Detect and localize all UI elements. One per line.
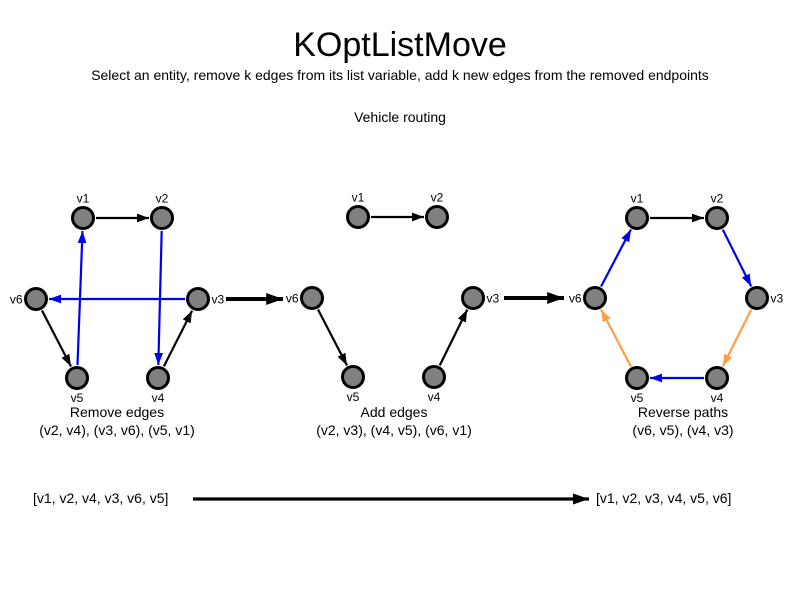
reverse-paths-graph-node-label-v3: v3 [771, 292, 784, 306]
remove-edges-graph-node-label-v5: v5 [71, 391, 84, 405]
page-title: KOptListMove [293, 26, 507, 64]
remove-edges-graph-node-label-v6: v6 [10, 293, 23, 307]
reverse-paths-graph: v1 v2 v3 v4 v5 v6 [569, 192, 784, 406]
caption-detail: (v2, v3), (v4, v5), (v6, v1) [316, 422, 472, 438]
reverse-paths-caption: Reverse paths (v6, v5), (v4, v3) [632, 403, 733, 439]
add-edges-graph-node-label-v1: v1 [352, 191, 365, 205]
reverse-paths-graph-node-label-v4: v4 [711, 391, 724, 405]
remove-edges-graph-edge-v4-v3 [162, 310, 194, 367]
reverse-paths-graph-edge-v6-v1 [600, 228, 632, 288]
remove-edges-caption: Remove edges (v2, v4), (v3, v6), (v5, v1… [39, 403, 195, 439]
reverse-paths-graph-node-v4 [705, 366, 729, 390]
reverse-paths-graph-node-label-v2: v2 [711, 192, 724, 206]
add-edges-graph-edge-v4-v3 [438, 309, 469, 366]
reverse-paths-graph-edge-v2-v3 [721, 229, 753, 287]
remove-edges-graph-node-v6 [24, 287, 48, 311]
reverse-paths-graph-edge-v5-v6 [600, 308, 632, 368]
context-label: Vehicle routing [354, 109, 446, 125]
add-edges-graph-node-v6 [300, 286, 324, 310]
add-edges-graph-node-v3 [461, 286, 485, 310]
caption-title: Remove edges [69, 404, 165, 420]
list-before: [v1, v2, v4, v3, v6, v5] [33, 490, 169, 506]
remove-edges-graph-edge-v5-v1 [76, 230, 87, 366]
add-edges-graph-node-v5 [341, 365, 365, 389]
reverse-paths-graph-node-v3 [745, 286, 769, 310]
caption-title: Add edges [360, 404, 428, 420]
add-edges-graph-node-v4 [422, 365, 446, 389]
remove-edges-graph-node-label-v4: v4 [152, 391, 165, 405]
add-edges-caption: Add edges (v2, v3), (v4, v5), (v6, v1) [316, 403, 472, 439]
add-edges-graph-node-v1 [346, 205, 370, 229]
add-edges-graph-node-v2 [425, 205, 449, 229]
add-edges-graph-node-label-v5: v5 [347, 390, 360, 404]
reverse-paths-graph-node-v5 [625, 366, 649, 390]
caption-title: Reverse paths [637, 404, 729, 420]
remove-edges-graph-node-label-v3: v3 [212, 293, 225, 307]
add-edges-graph-node-label-v3: v3 [487, 292, 500, 306]
remove-edges-graph-node-v5 [65, 366, 89, 390]
list-after: [v1, v2, v3, v4, v5, v6] [596, 490, 732, 506]
reverse-paths-graph-edge-v3-v4 [721, 309, 753, 367]
remove-edges-graph-node-v4 [146, 366, 170, 390]
reverse-paths-graph-node-label-v1: v1 [631, 192, 644, 206]
reverse-paths-graph-node-v2 [705, 206, 729, 230]
reverse-paths-graph-node-label-v5: v5 [631, 391, 644, 405]
remove-edges-graph-node-v3 [186, 287, 210, 311]
add-edges-graph-node-label-v6: v6 [286, 292, 299, 306]
remove-edges-graph-edge-v6-v5 [41, 310, 72, 367]
add-edges-graph-edge-v6-v5 [317, 309, 348, 366]
add-edges-graph-node-label-v4: v4 [428, 390, 441, 404]
remove-edges-graph: v1 v2 v3 v4 v5 v6 [10, 192, 225, 406]
remove-edges-graph-node-v2 [150, 206, 174, 230]
caption-detail: (v2, v4), (v3, v6), (v5, v1) [39, 422, 195, 438]
remove-edges-graph-node-v1 [71, 206, 95, 230]
remove-edges-graph-node-label-v2: v2 [156, 192, 169, 206]
reverse-paths-graph-node-v6 [583, 286, 607, 310]
reverse-paths-graph-node-label-v6: v6 [569, 292, 582, 306]
add-edges-graph: v1 v2 v3 v4 v5 v6 [286, 191, 500, 405]
reverse-paths-graph-node-v1 [625, 206, 649, 230]
page-subtitle: Select an entity, remove k edges from it… [91, 67, 709, 83]
caption-detail: (v6, v5), (v4, v3) [632, 422, 734, 438]
remove-edges-graph-node-label-v1: v1 [77, 192, 90, 206]
add-edges-graph-node-label-v2: v2 [431, 191, 444, 205]
